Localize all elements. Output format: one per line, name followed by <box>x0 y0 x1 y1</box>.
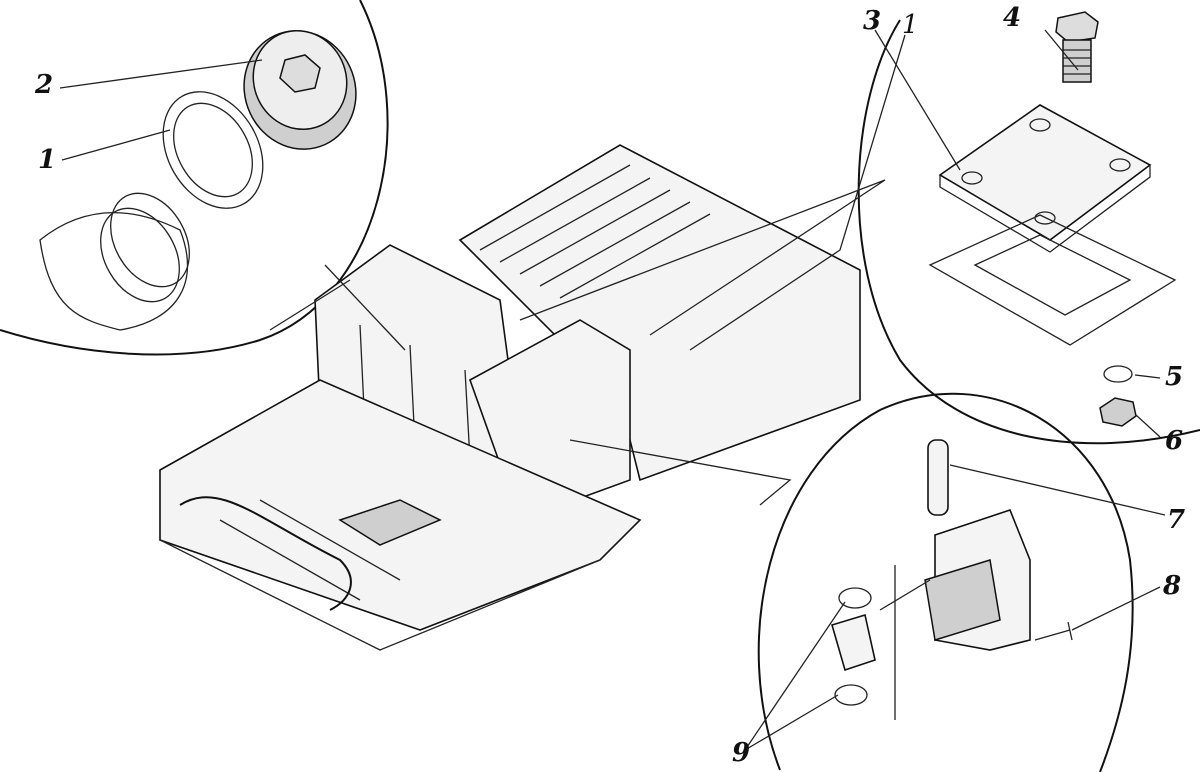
gasket-ring <box>162 91 264 209</box>
vehicle-body <box>159 144 861 651</box>
cover-plate <box>938 104 1152 253</box>
callout-3: 3 <box>863 6 882 36</box>
bolt <box>1055 11 1099 83</box>
nut <box>1099 397 1137 427</box>
callout-5: 5 <box>1165 362 1184 392</box>
screw <box>1034 621 1073 641</box>
washer-bottom <box>834 684 868 706</box>
callout-1-gasket: 1 <box>38 145 57 175</box>
callout-7: 7 <box>1167 505 1186 535</box>
callout-8: 8 <box>1163 571 1182 601</box>
filler-neck <box>39 192 190 331</box>
leader-lines <box>59 29 1166 751</box>
washer-top <box>838 587 872 609</box>
filler-cap <box>243 29 357 150</box>
lock-washer <box>1103 365 1133 383</box>
detail-circle-filler-cap <box>0 0 389 356</box>
hinge-bushing <box>831 613 876 672</box>
callout-1-gasket-plate: 1 <box>902 10 919 40</box>
cover-gasket <box>928 214 1177 346</box>
hinge-pin <box>927 439 949 516</box>
callout-6: 6 <box>1165 426 1184 456</box>
hinge-fork <box>924 559 1001 641</box>
callout-2: 2 <box>35 70 54 100</box>
detail-circle-cover-plate <box>857 19 1200 445</box>
callout-4: 4 <box>1003 3 1022 33</box>
callout-9: 9 <box>732 738 751 768</box>
detail-circle-hinge <box>757 392 1134 772</box>
